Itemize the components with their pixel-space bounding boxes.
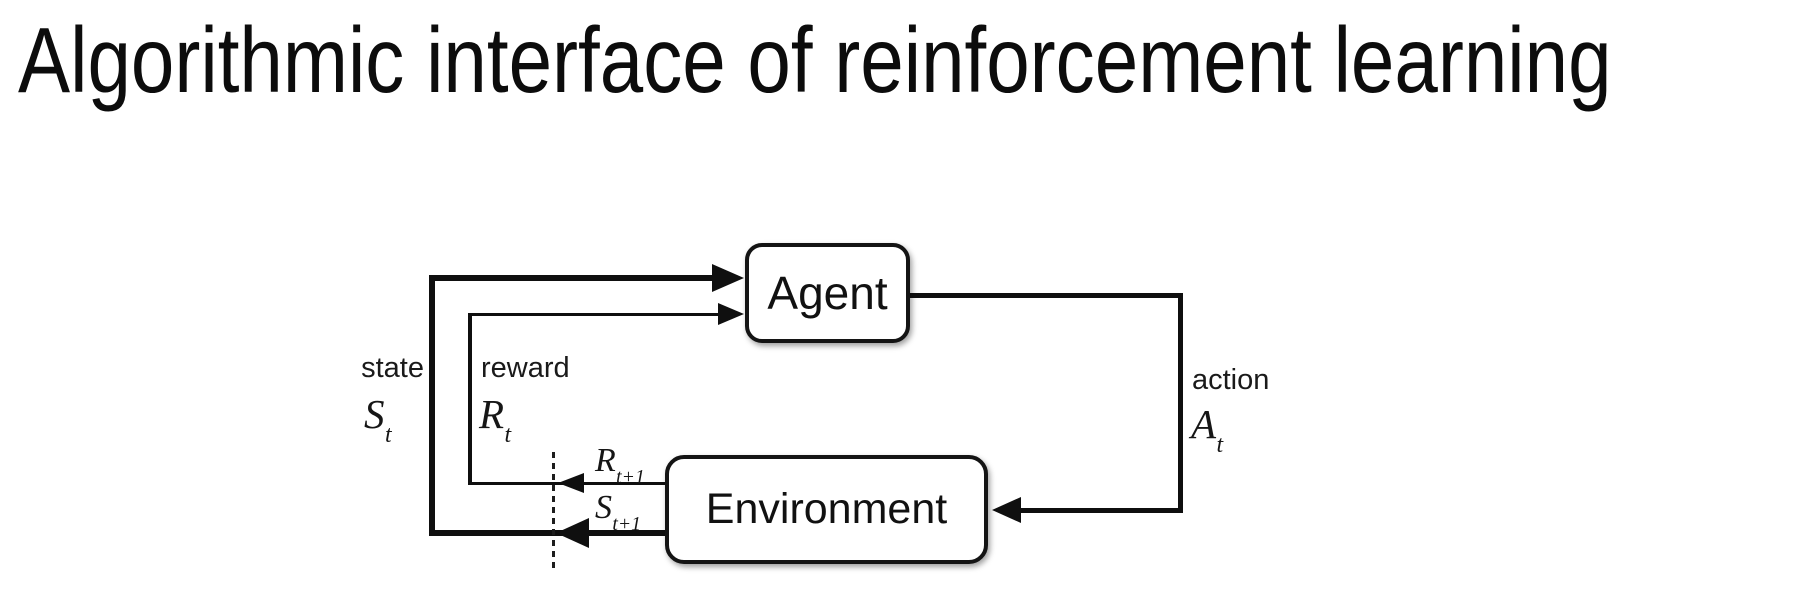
agent-label: Agent: [767, 267, 888, 319]
action-label: action: [1192, 364, 1270, 396]
agent-box: Agent: [745, 243, 910, 343]
page-title: Algorithmic interface of reinforcement l…: [18, 8, 1612, 112]
state-label: state: [361, 352, 424, 384]
state-to-agent-line: [429, 275, 714, 281]
environment-box: Environment: [665, 455, 988, 564]
action-from-agent-line: [908, 293, 1183, 298]
reward-to-agent-line: [468, 313, 720, 316]
reward-to-agent-arrowhead-icon: [718, 303, 744, 325]
action-to-environment-line: [1018, 508, 1183, 513]
state-loop-vertical-line: [429, 275, 435, 536]
action-symbol: At: [1191, 401, 1224, 459]
state-to-agent-arrowhead-icon: [712, 264, 744, 292]
reward-boundary-arrowhead-icon: [558, 473, 584, 493]
reward-loop-vertical-line: [468, 313, 472, 485]
action-arrowhead-icon: [992, 497, 1021, 523]
next-state-symbol: St+1: [595, 489, 642, 536]
reward-label: reward: [481, 352, 570, 384]
time-boundary-dashed-line: [552, 452, 555, 572]
action-loop-vertical-line: [1178, 293, 1183, 513]
state-symbol: St: [364, 391, 392, 449]
state-boundary-arrowhead-icon: [556, 518, 589, 548]
next-reward-symbol: Rt+1: [595, 442, 645, 489]
reward-symbol: Rt: [479, 391, 512, 449]
environment-label: Environment: [705, 485, 948, 533]
state-from-environment-line: [429, 530, 669, 536]
